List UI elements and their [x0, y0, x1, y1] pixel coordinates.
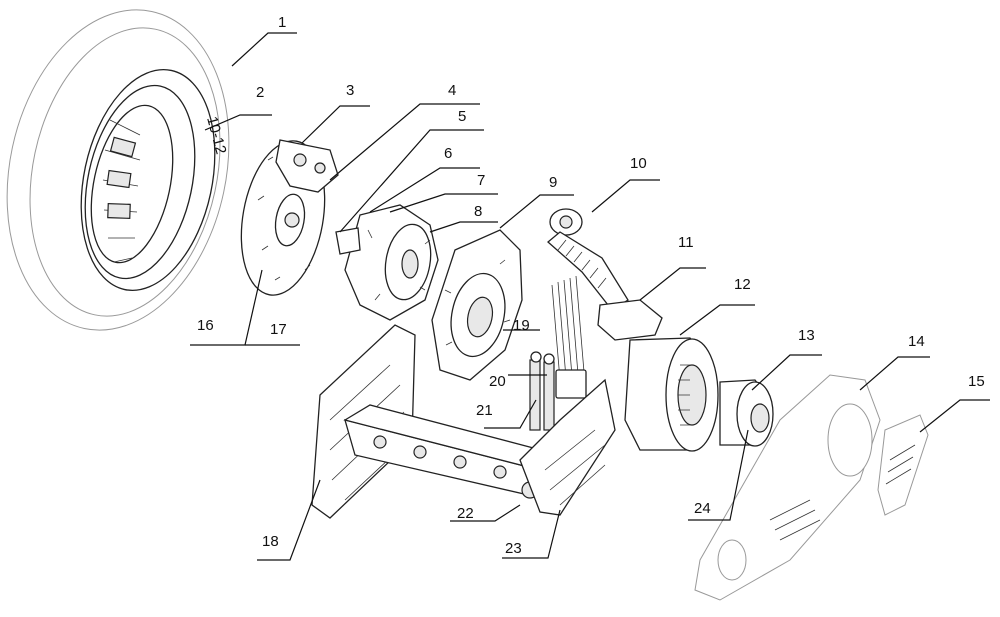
label-16: 16 [197, 317, 214, 334]
tire: 10-12 [6, 9, 229, 331]
label-9: 9 [549, 174, 557, 191]
motor-rotor [719, 379, 774, 447]
label-15: 15 [968, 373, 985, 390]
belt-cover [694, 374, 881, 601]
motor-stator [624, 337, 719, 452]
label-13: 13 [798, 327, 815, 344]
label-10: 10 [630, 155, 647, 172]
label-5: 5 [458, 108, 466, 125]
label-4: 4 [448, 82, 456, 99]
label-7: 7 [477, 172, 485, 189]
label-19: 19 [513, 317, 530, 334]
label-14: 14 [908, 333, 925, 350]
label-2: 2 [256, 84, 264, 101]
label-20: 20 [489, 373, 506, 390]
cable-bundle [551, 275, 587, 399]
cover-plate [877, 414, 929, 516]
motor-cover [335, 204, 439, 321]
label-22: 22 [457, 505, 474, 522]
label-6: 6 [444, 145, 452, 162]
label-1: 1 [278, 14, 286, 31]
label-8: 8 [474, 203, 482, 220]
leader-lines [190, 32, 990, 561]
connector-plugs [529, 351, 555, 431]
label-11: 11 [678, 234, 694, 251]
label-12: 12 [734, 276, 751, 293]
swingarm-frame [311, 324, 616, 519]
gear-housing [431, 229, 523, 381]
label-17: 17 [270, 321, 287, 338]
label-23: 23 [505, 540, 522, 557]
label-3: 3 [346, 82, 354, 99]
label-18: 18 [262, 533, 279, 550]
swingarm-mount [597, 299, 663, 341]
part-labels: 1 2 3 4 5 6 7 8 9 10 11 12 13 14 15 16 1… [197, 14, 985, 557]
shock-absorber [547, 208, 629, 311]
brake-caliper [275, 139, 339, 193]
label-24: 24 [694, 500, 711, 517]
label-21: 21 [476, 402, 493, 419]
